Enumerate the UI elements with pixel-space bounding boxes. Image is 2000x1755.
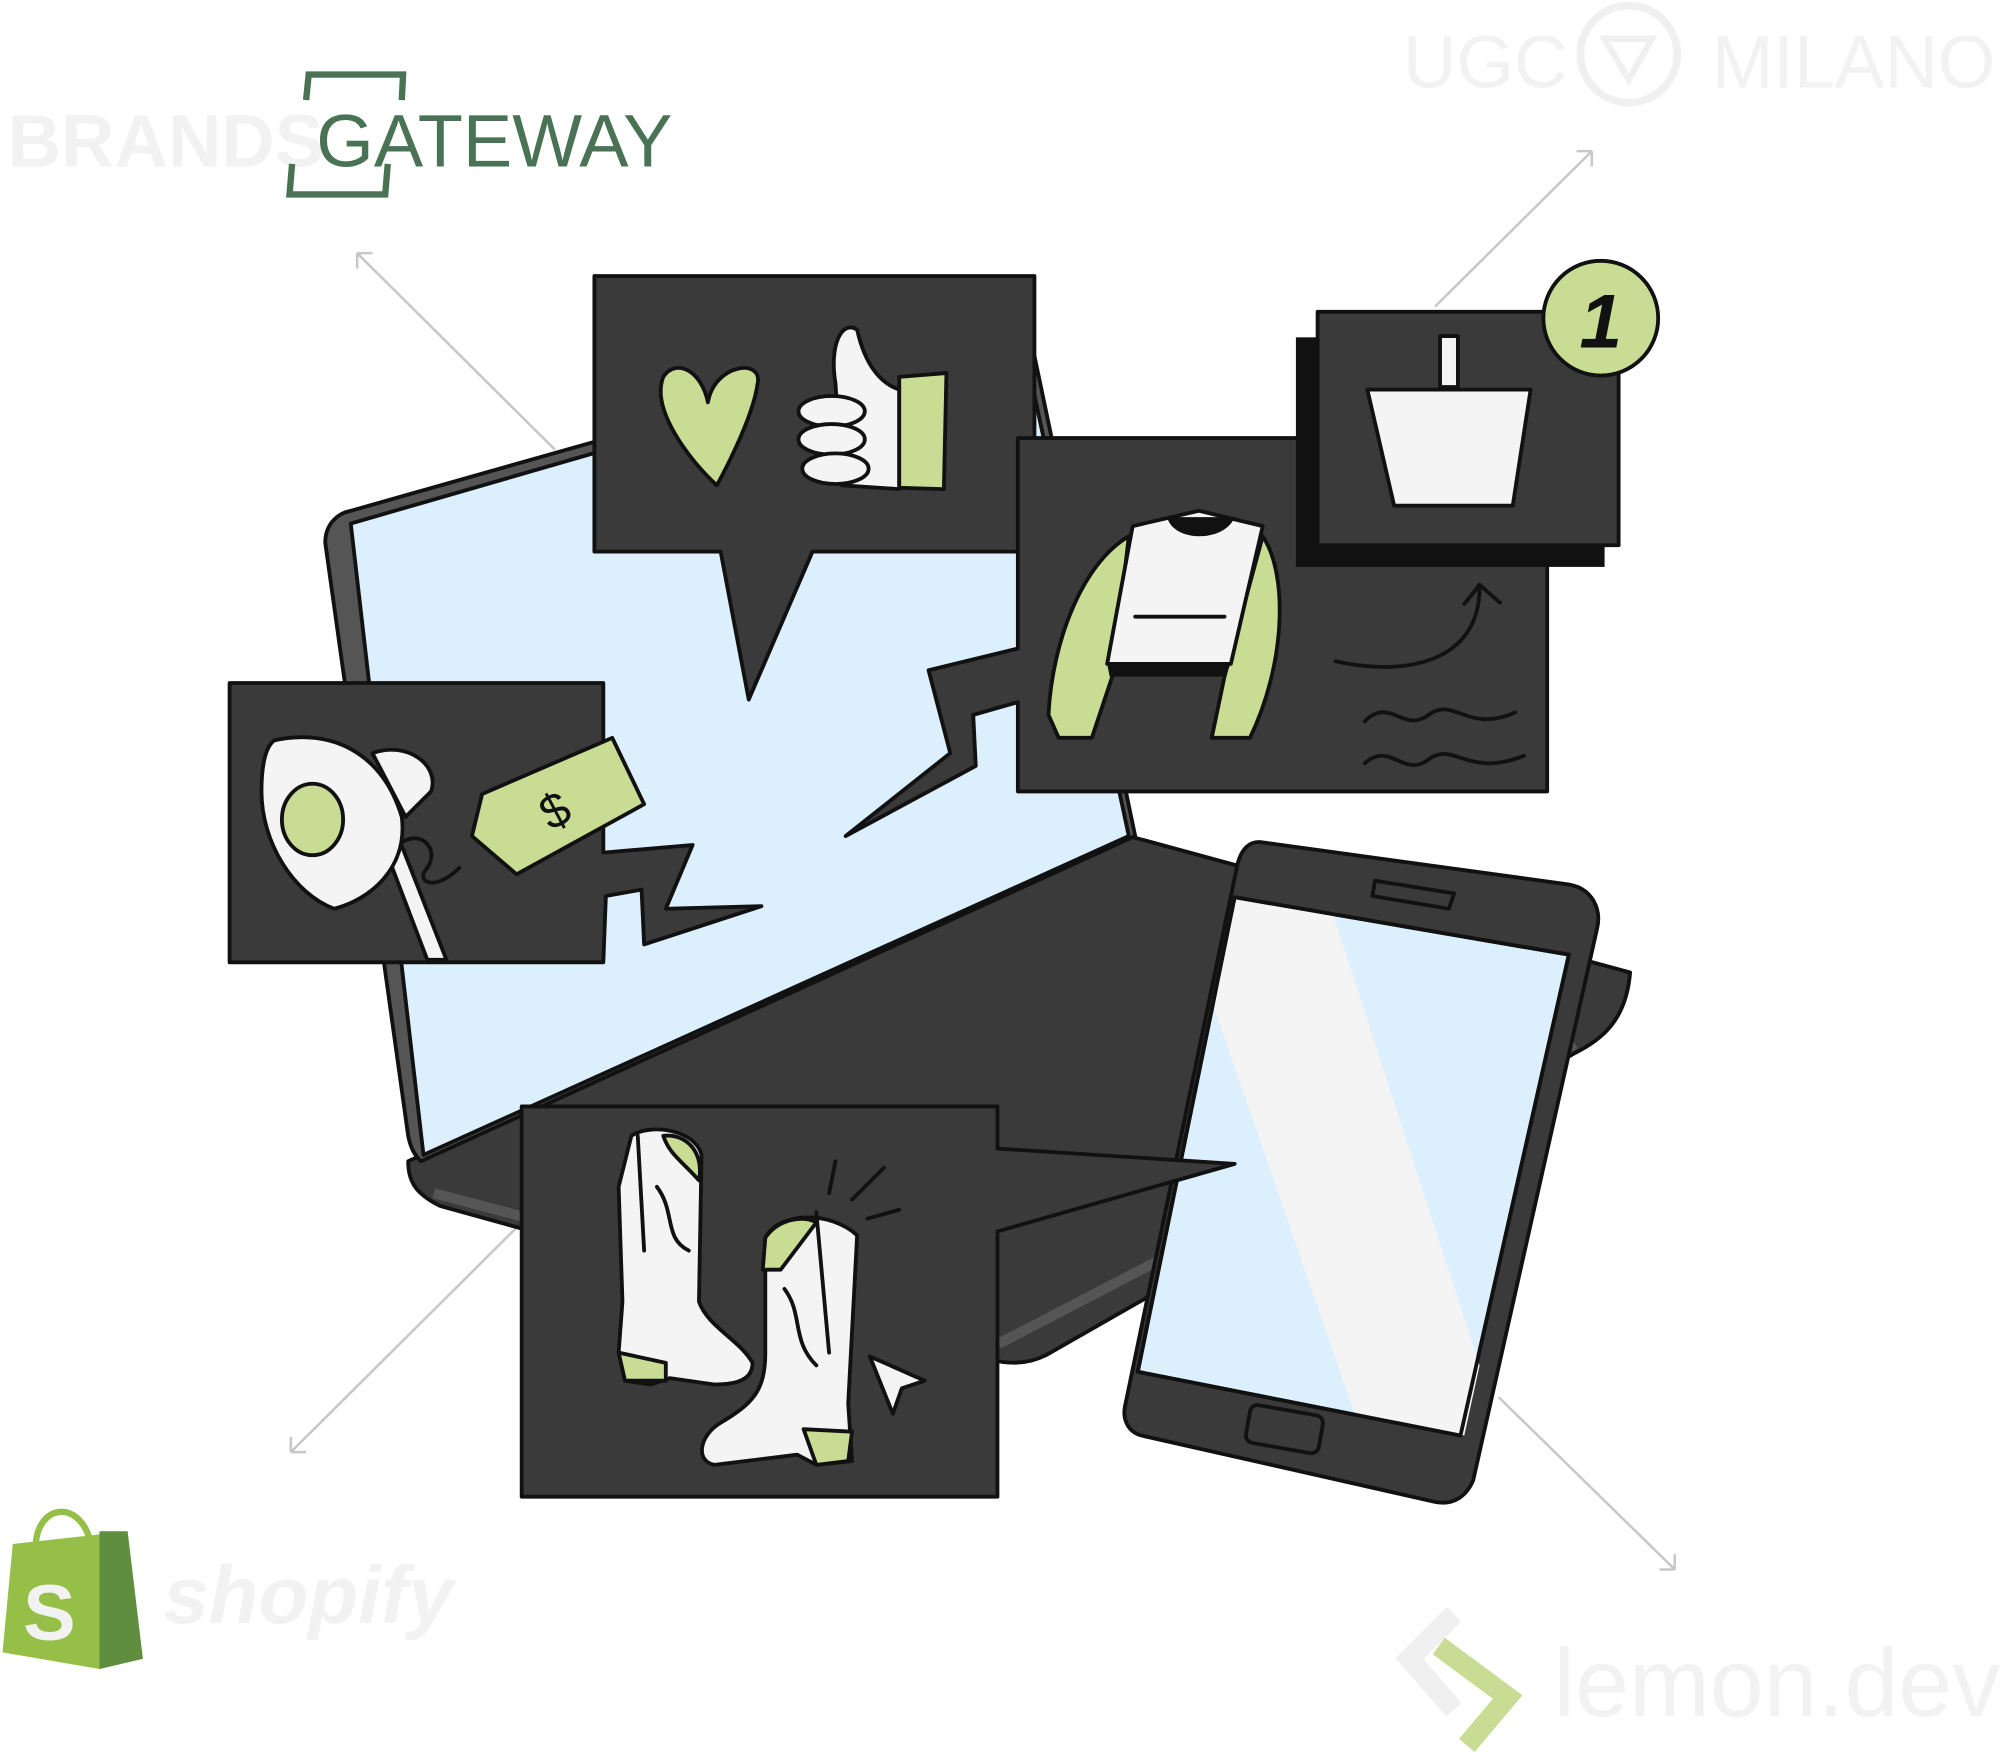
arrow-to-ugcmilano — [1434, 149, 1594, 308]
thumbs-up-icon — [796, 325, 949, 492]
heart-icon — [658, 366, 760, 488]
chevron-icon — [1432, 1637, 1523, 1753]
arrow-to-lemondev — [1497, 1396, 1677, 1571]
logo-brands-text: BRANDS — [8, 99, 324, 182]
boot-icon-right — [700, 1210, 860, 1467]
logo-lemondev-text: lemon.dev — [1554, 1628, 2000, 1737]
arrow-to-brandsgateway — [355, 251, 556, 451]
shopping-bag-icon — [1365, 387, 1533, 508]
phone-home-button — [1243, 1403, 1325, 1456]
logo-gateway-text: GATEWAY — [316, 99, 672, 182]
lamp-price-panel: $ — [227, 681, 764, 965]
price-tag-icon: $ — [470, 735, 647, 877]
logo-ugc-text: UGC — [1403, 20, 1567, 103]
scribble-text — [1362, 707, 1527, 767]
arrow-to-shopify — [289, 1226, 518, 1454]
sparkle-lines — [827, 1159, 902, 1221]
logo-shopify-text: shopify — [163, 1550, 457, 1641]
ugcmilano-logo: UGC MILANO — [1403, 1, 1996, 107]
curved-arrow-icon — [1333, 582, 1502, 669]
likes-panel — [592, 274, 1037, 702]
aperture-icon — [1576, 1, 1682, 107]
lamp-icon — [259, 735, 462, 962]
boots-panel — [519, 1104, 1237, 1499]
lemondev-logo: lemon.dev — [1395, 1606, 2000, 1753]
logo-milano-text: MILANO — [1712, 20, 1996, 103]
boot-icon-left — [616, 1127, 755, 1387]
sweater-icon — [1046, 508, 1282, 740]
cursor-icon — [867, 1354, 927, 1416]
cart-count-text: 1 — [1579, 280, 1622, 365]
cart-panel: 1 — [1295, 258, 1661, 567]
connector-arrows — [289, 149, 1677, 1571]
brandsgateway-logo: BRANDS GATEWAY — [8, 71, 672, 198]
shopify-logo: S shopify — [2, 1508, 457, 1669]
cart-count-badge — [1541, 258, 1661, 378]
phone-speaker — [1370, 878, 1456, 911]
smartphone — [1122, 840, 1601, 1505]
logo-shopify-letter: S — [23, 1568, 76, 1657]
